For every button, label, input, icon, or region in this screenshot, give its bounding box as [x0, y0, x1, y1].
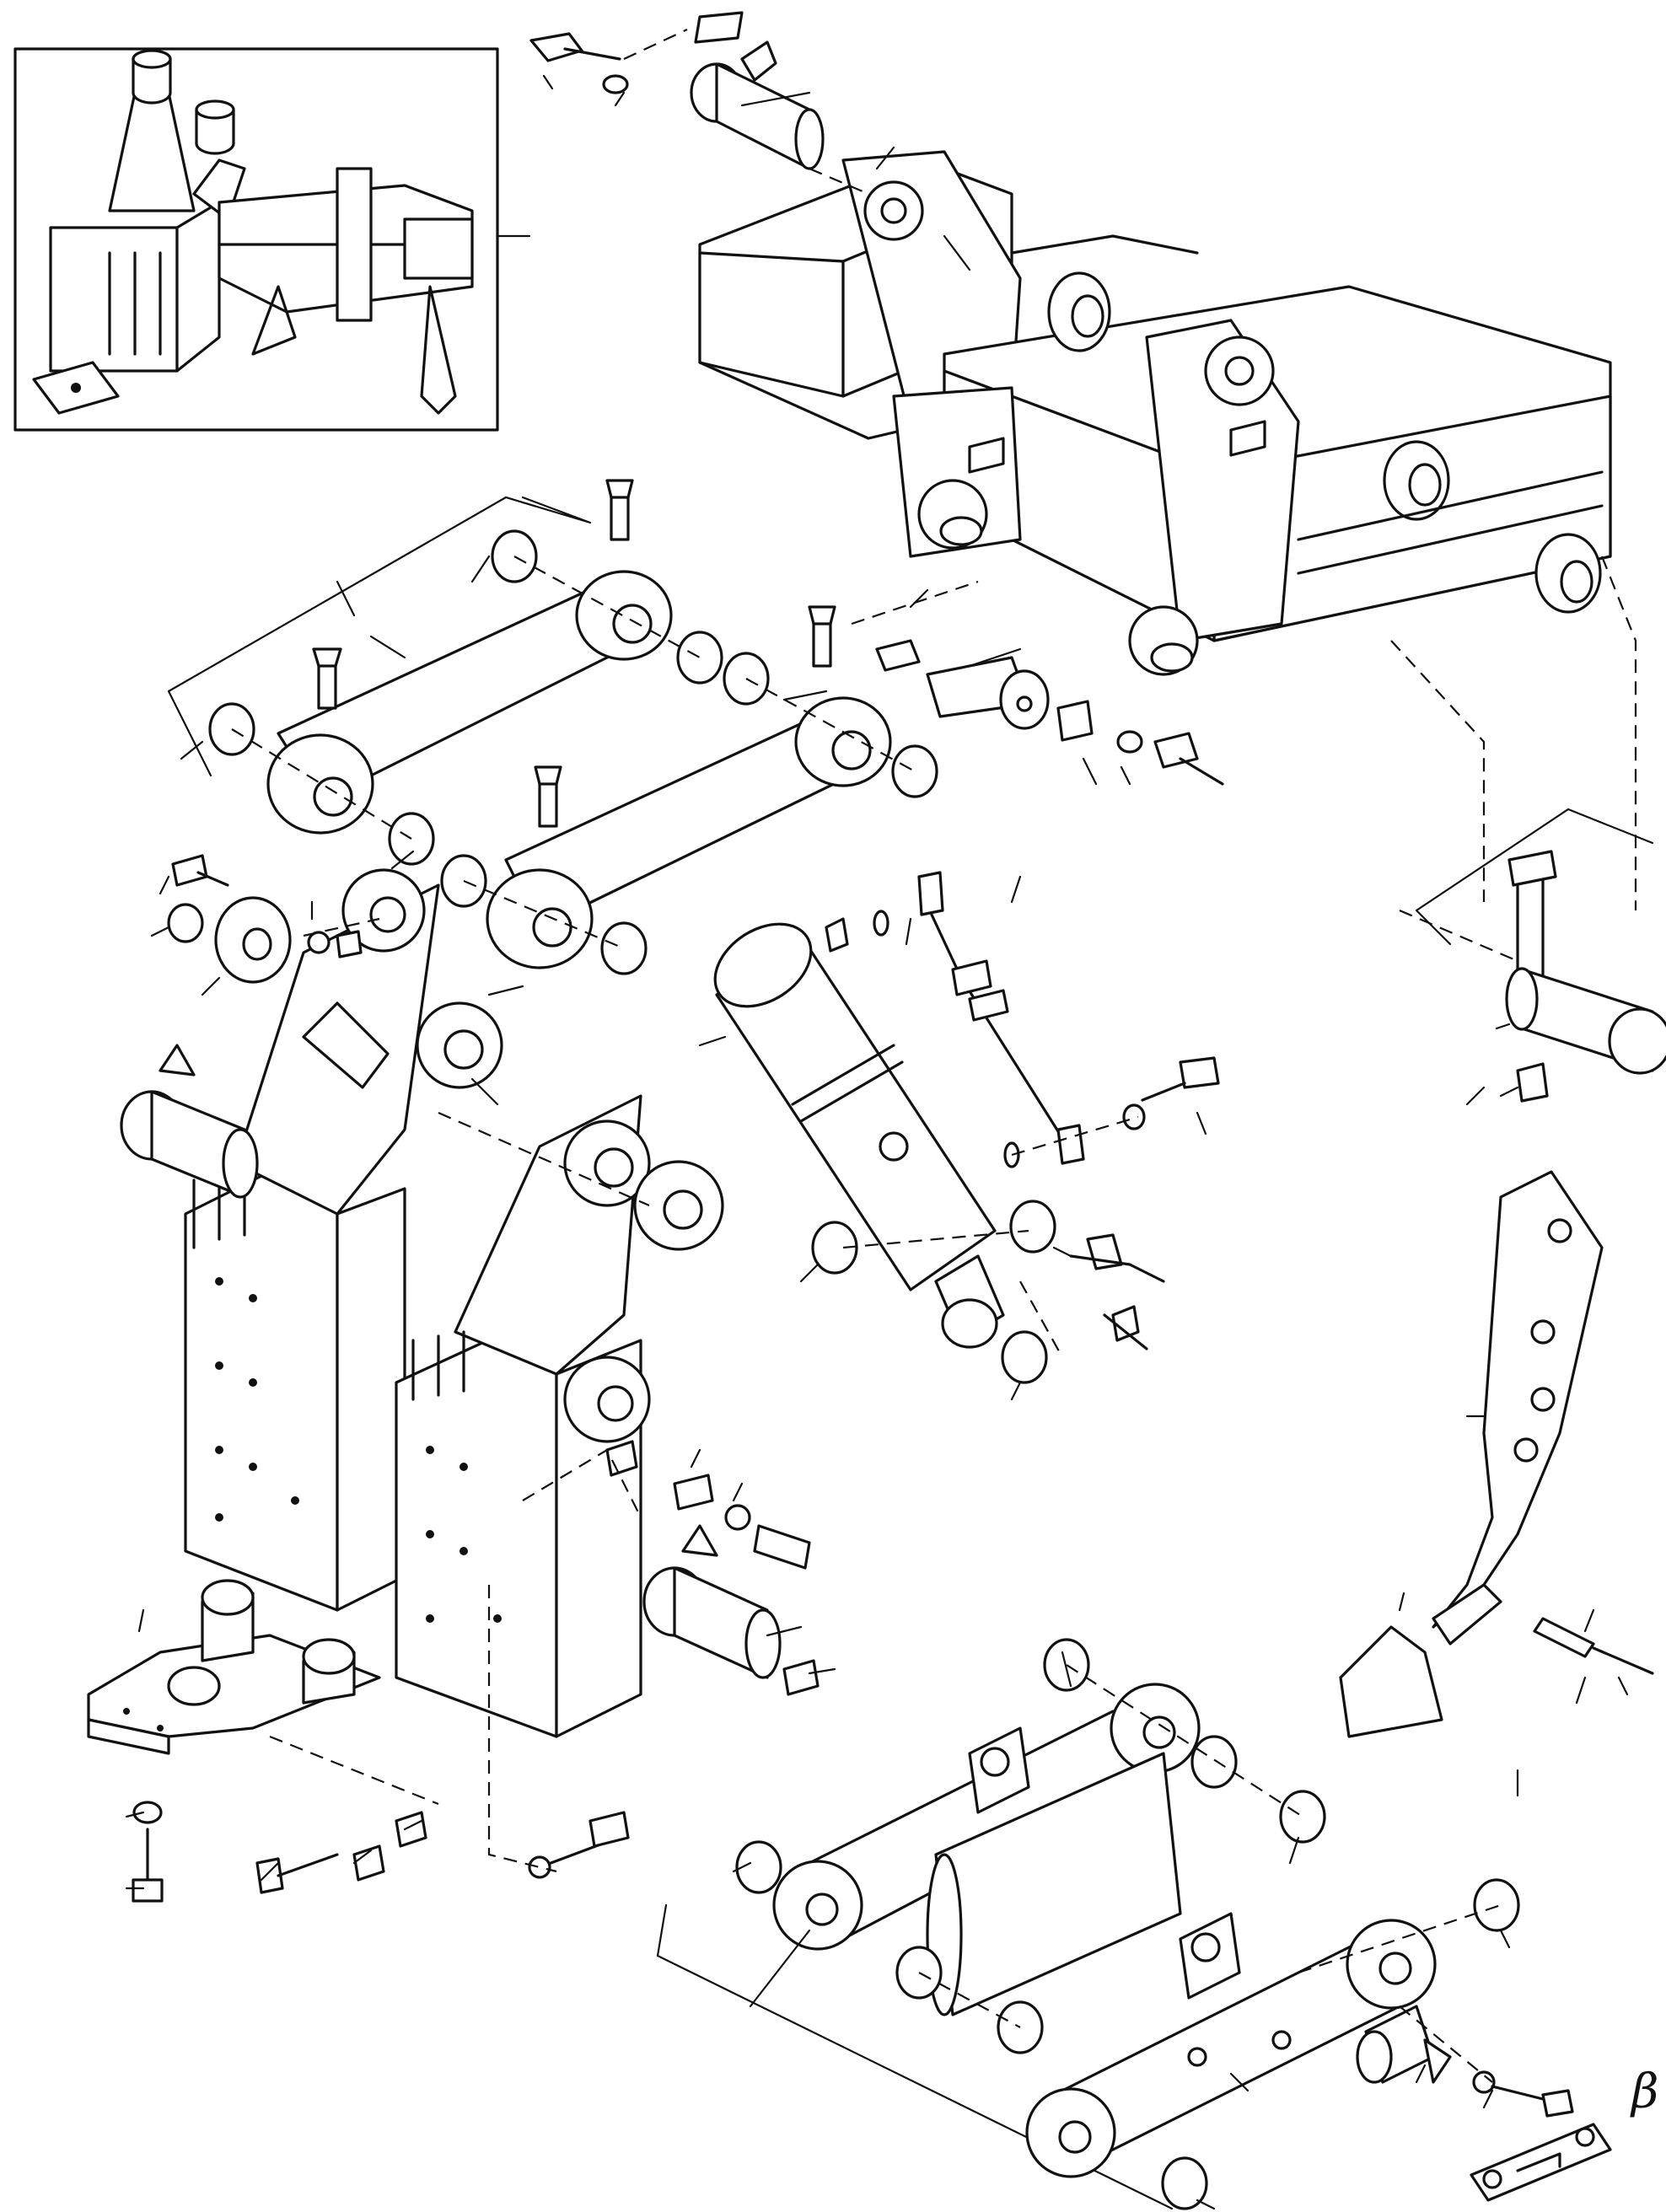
cylinder-bushings	[811, 1200, 1165, 1384]
bracket-plate	[395, 1330, 558, 1738]
base-plate	[87, 1579, 381, 1755]
ripper-tip	[1339, 1583, 1502, 1738]
flange-collar-group	[167, 854, 363, 984]
mounting-bracket-left	[184, 868, 503, 1612]
cylinder-bolt-group	[1122, 1056, 1220, 1130]
bracket-plate	[184, 1162, 339, 1612]
callout-marker: β	[1630, 2064, 1658, 2119]
assembled-ripper-inset	[13, 47, 531, 432]
ripper-shank	[1432, 1170, 1604, 1629]
tip-pin	[1533, 1617, 1654, 1675]
assembled-ripper-drawing	[32, 49, 474, 415]
link-assembly	[167, 479, 938, 975]
top-washer	[602, 74, 629, 94]
link-bushing	[600, 921, 648, 975]
top-bolt-head	[529, 32, 583, 62]
link-bushing	[891, 744, 938, 798]
lower-bracket-pin	[642, 1524, 820, 1696]
lower-link-frame	[656, 1683, 1437, 2210]
inset-frame	[13, 47, 499, 432]
bracket-lock-group	[605, 1440, 811, 1570]
leader-lines	[125, 74, 1629, 2210]
top-pin-body	[715, 62, 811, 170]
right-pin-group	[1415, 808, 1666, 1103]
base-fasteners	[132, 1801, 630, 1903]
bracket-bolt-holes	[426, 1446, 502, 1623]
top-bolt-shank	[563, 47, 621, 61]
left-pin	[120, 1044, 259, 1199]
main-frame-assembly	[698, 150, 1612, 676]
bracket-bolt-holes	[215, 1277, 299, 1522]
lower-pin-group	[1356, 2005, 1574, 2118]
phantom-alignment-lines	[231, 556, 1637, 2083]
top-lock-plate	[694, 11, 744, 44]
link-bushing	[676, 631, 723, 685]
grease-fitting	[312, 479, 836, 828]
mounting-bracket-right	[395, 1094, 724, 1738]
retainer-clip	[1470, 2123, 1612, 2202]
link-pin-group	[851, 580, 1224, 786]
upper-pin-group	[529, 11, 869, 196]
hydraulic-cylinder	[713, 917, 1005, 1349]
